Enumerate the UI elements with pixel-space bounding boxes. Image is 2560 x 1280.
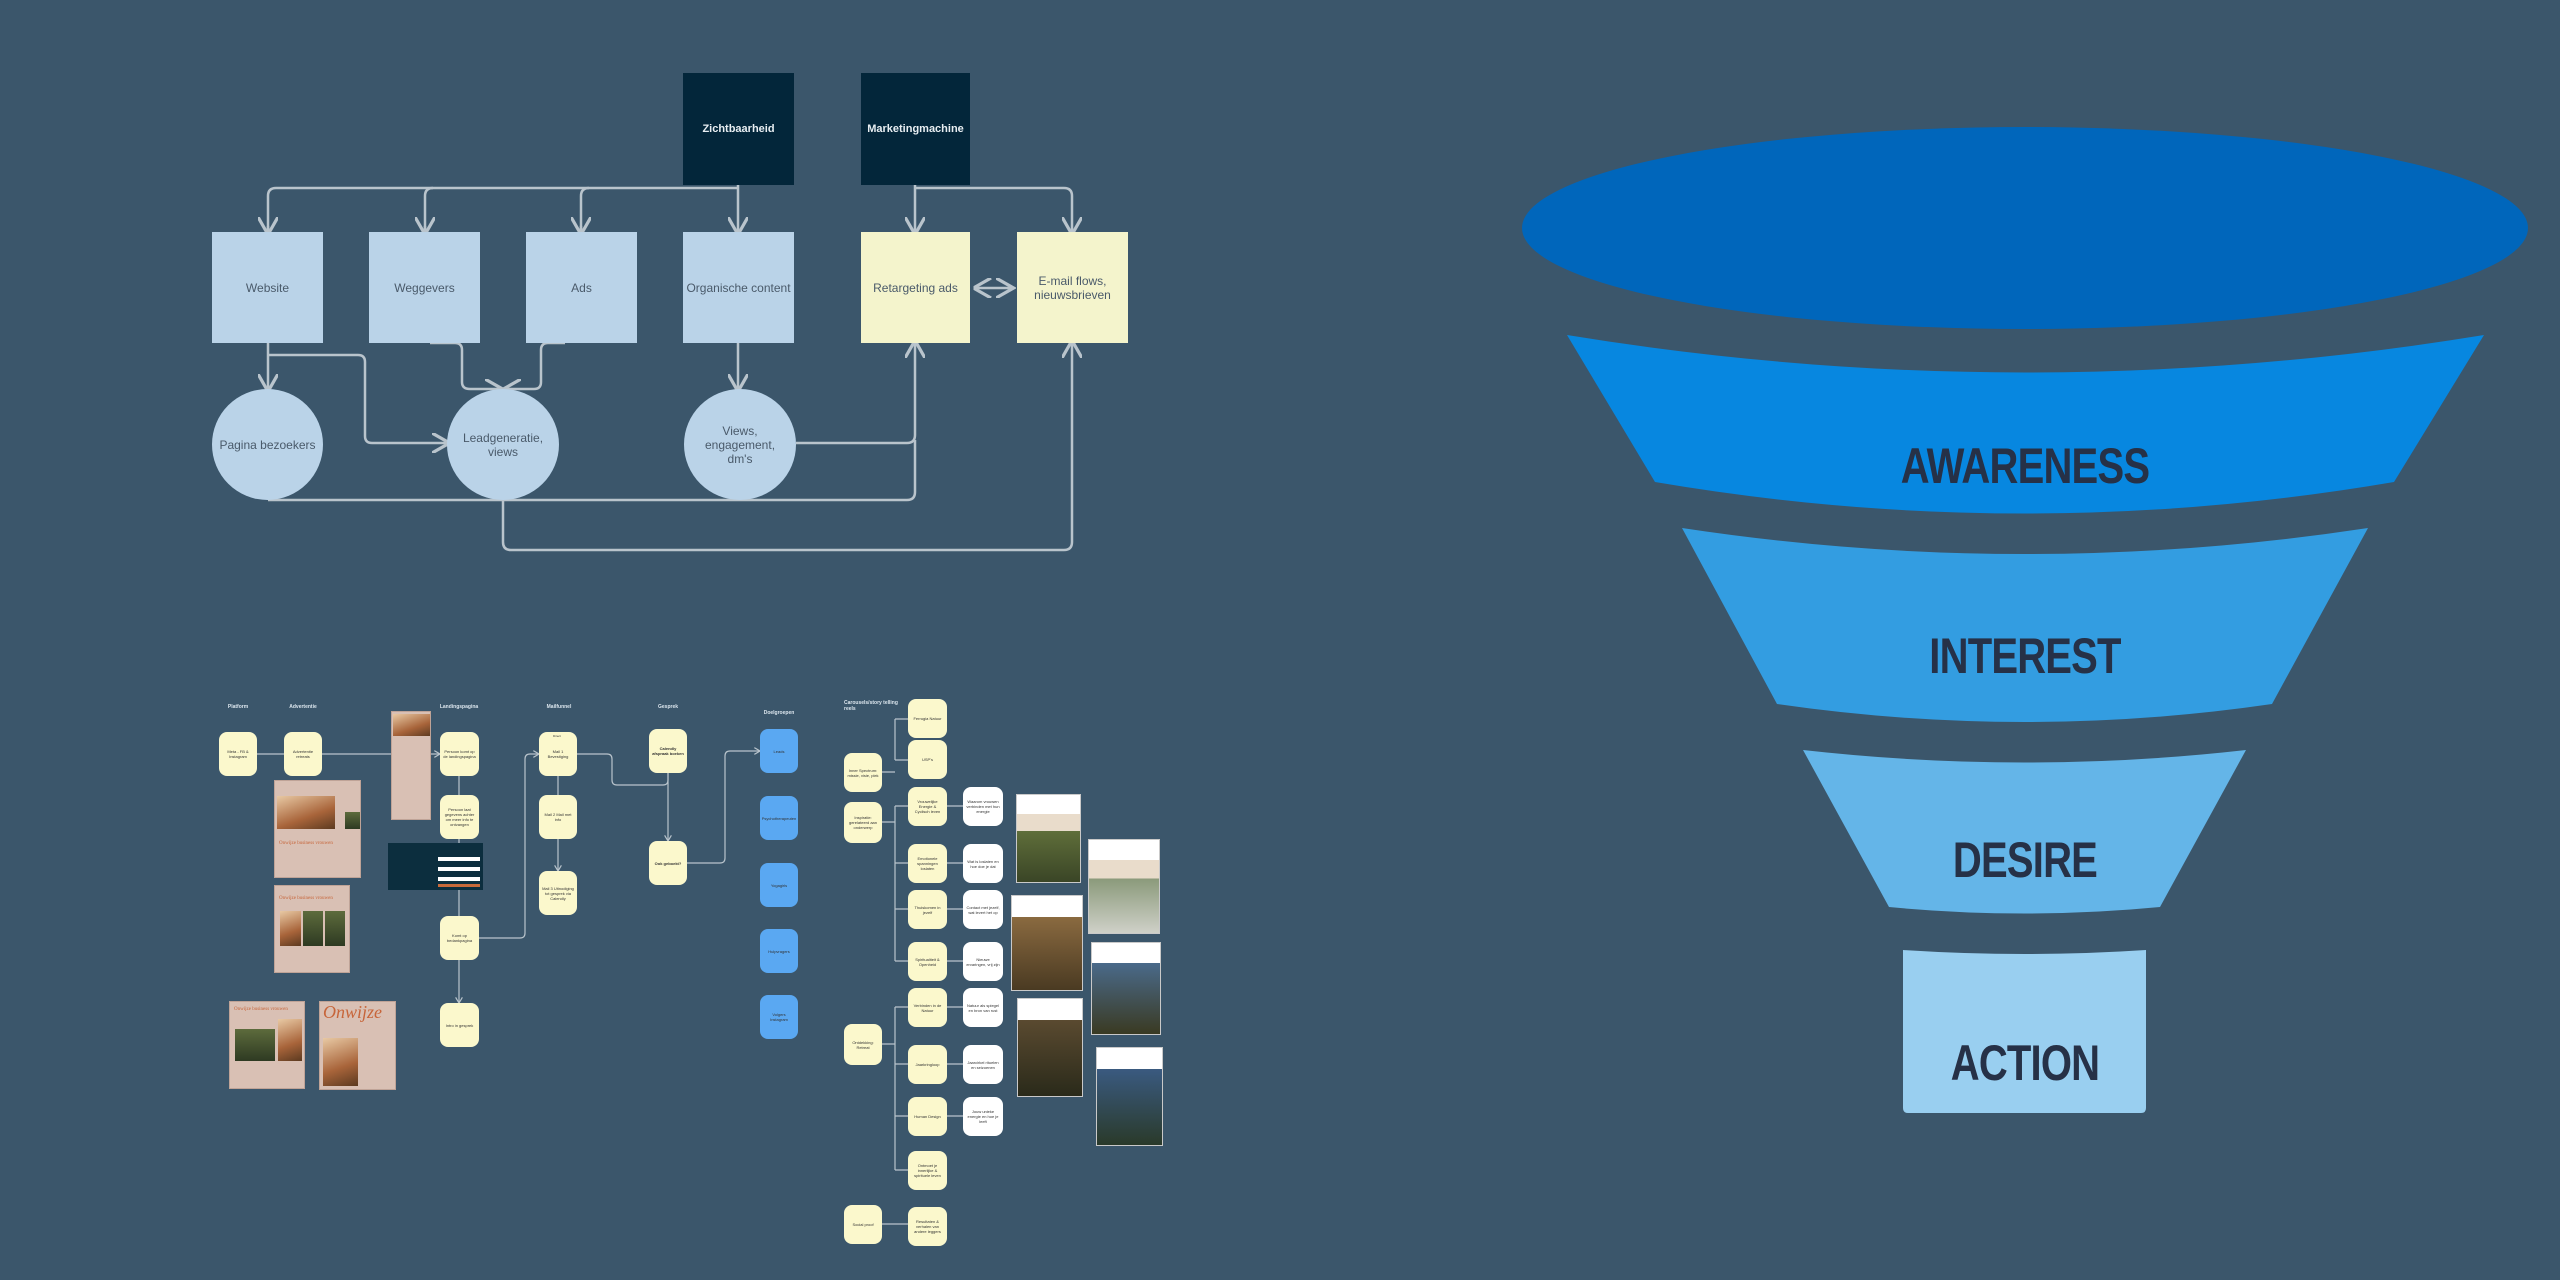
mail-node-2: Mail 2 Mail met info [539,795,577,839]
source-zichtbaarheid: Zichtbaarheid [683,73,794,185]
topic-node: Ferrugia Natuur [908,699,947,738]
landing-node-4: Intro in gesprek [440,1003,479,1047]
form-mockup [388,843,483,890]
result-views-engagement: Views, engagement, dm's [684,389,796,500]
social-post-mockup [1096,1047,1163,1146]
root-ontdekking: Ontdekking: Retreat [844,1024,882,1065]
channel-website: Website [212,232,323,343]
root-inner-spectrum: Inner Spectrum: missie, visie, plek [844,753,882,792]
channel-ads: Ads [526,232,637,343]
gesprek-node-1: Calendly afspraak boeken [649,729,687,773]
social-post-mockup [1091,942,1161,1035]
topic-node: USP's [908,740,947,779]
social-post-mockup [1011,895,1083,991]
funnel-top-ellipse [1522,127,2528,329]
detail-node: Jouw unieke energie en hoe je leeft [963,1097,1003,1136]
detail-node: Nieuwe ervaringen, vrij zijn [963,942,1003,981]
header-mailfunnel: Mailfunnel [546,704,572,710]
topic-node: Ontmoet je innerlijke & spirituele leven [908,1151,947,1190]
label-action: ACTION [1950,1035,2100,1091]
topic-node: Human Design [908,1097,947,1136]
landing-node-1: Persoon komt op de landingspagina [440,732,479,776]
header-platform: Platform [227,704,249,710]
doelgroep-3: Yogagirls [760,863,798,907]
header-doelgroepen: Doelgroepen [763,710,795,716]
result-pagina-bezoekers: Pagina bezoekers [212,389,323,500]
gesprek-node-2: Ook geboekt? [649,841,687,885]
mail-note: Direct [553,734,561,738]
label-desire: DESIRE [1952,832,2098,888]
topic-node: Verbinden in de Natuur [908,988,947,1027]
label-interest: INTEREST [1929,628,2121,684]
landing-node-2: Persoon laat gegevens achter om meer inf… [440,795,479,839]
channel-email-flows: E-mail flows, nieuwsbrieven [1017,232,1128,343]
detail-node: Jaarcirkel rituelen en seizoenen [963,1045,1003,1084]
root-inspiratie: Inspiratie: gerelateerd aan onderwerp [844,802,882,843]
result-leadgeneratie: Leadgeneratie, views [447,389,559,500]
detail-node: Natuur als spiegel en bron van rust [963,988,1003,1027]
mail-node-1: Mail 1 Bevestiging [539,732,577,776]
detail-node: Waarom vrouwen verbinden met hun energie [963,787,1003,826]
doelgroep-2: Psychotherapeuten [760,796,798,840]
social-post-mockup [1017,998,1083,1097]
channel-retargeting-ads: Retargeting ads [861,232,970,343]
topic-node: Emotionele spanningen loslaten [908,844,947,883]
topic-node: Spiritualiteit & Openheid [908,942,947,981]
topic-node: Jaarkringloop [908,1045,947,1084]
social-post-mockup [1016,794,1081,883]
ad-node: Advertentie retreats [284,732,322,776]
channel-organische-content: Organische content [683,232,794,343]
detail-node: Contact met jezelf, wat levert het op [963,890,1003,929]
platform-node: Meta - FB & Instagram [219,732,257,776]
landing-node-3: Komt op bedankpagina [440,916,479,960]
topic-node: Thuiskomen in jezelf [908,890,947,929]
doelgroep-1: Leads [760,729,798,773]
landing-mobile-mockup [391,711,431,820]
ad-mockup-3: Onwijze business vrouwen [229,1001,305,1089]
doelgroep-4: Hulpvragers [760,929,798,973]
funnel-stage-desire [1803,750,2246,914]
channel-weggevers: Weggevers [369,232,480,343]
funnel-stage-awareness [1567,335,2484,514]
topic-node: Resultaten & verhalen van andere leggers [908,1207,947,1246]
header-landingspagina: Landingspagina [439,704,479,710]
label-awareness: AWARENESS [1900,438,2150,494]
mail-node-3: Mail 3 Uitnodiging tot gesprek via Calen… [539,871,577,915]
ad-mockup-1: Onwijze business vrouwen [274,780,361,878]
ad-mockup-4: Onwijze [319,1001,396,1090]
header-advertentie: Advertentie [289,704,317,710]
ad-mockup-2: Onwijze business vrouwen [274,885,350,973]
detail-node: Wat is loslaten en hoe doe je dat [963,844,1003,883]
funnel-stage-interest [1682,528,2368,722]
social-post-mockup [1088,839,1160,934]
root-social-proof: Social proof [844,1205,882,1244]
flow3-title: Carousels/story telling reels [844,700,898,712]
source-marketingmachine: Marketingmachine [861,73,970,185]
header-gesprek: Gesprek [657,704,679,710]
doelgroep-5: Volgers Instagram [760,995,798,1039]
topic-node: Vrouwelijke Energie & Cyclisch leven [908,787,947,826]
funnel-stage-action [1903,950,2146,1113]
